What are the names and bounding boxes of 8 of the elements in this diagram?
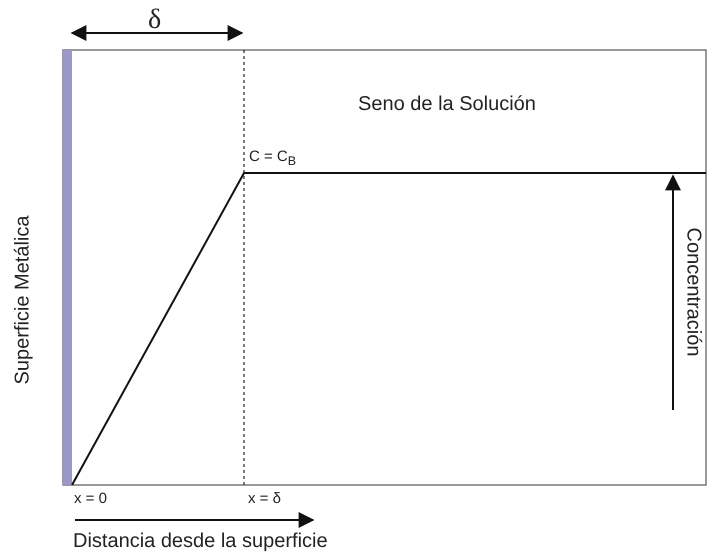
axis-label: Superficie Metálica	[12, 216, 32, 384]
concentration-value-label: C = C$_{B}$	[249, 149, 296, 168]
region-label: Seno de la Solución	[358, 94, 536, 114]
tick-label: x = δ	[248, 491, 281, 506]
axis-label: Distancia desde la superficie	[73, 531, 328, 551]
tick-label: x = 0	[74, 491, 107, 506]
axis-label: Concentración	[682, 228, 703, 356]
delta-label: δ	[148, 6, 162, 34]
